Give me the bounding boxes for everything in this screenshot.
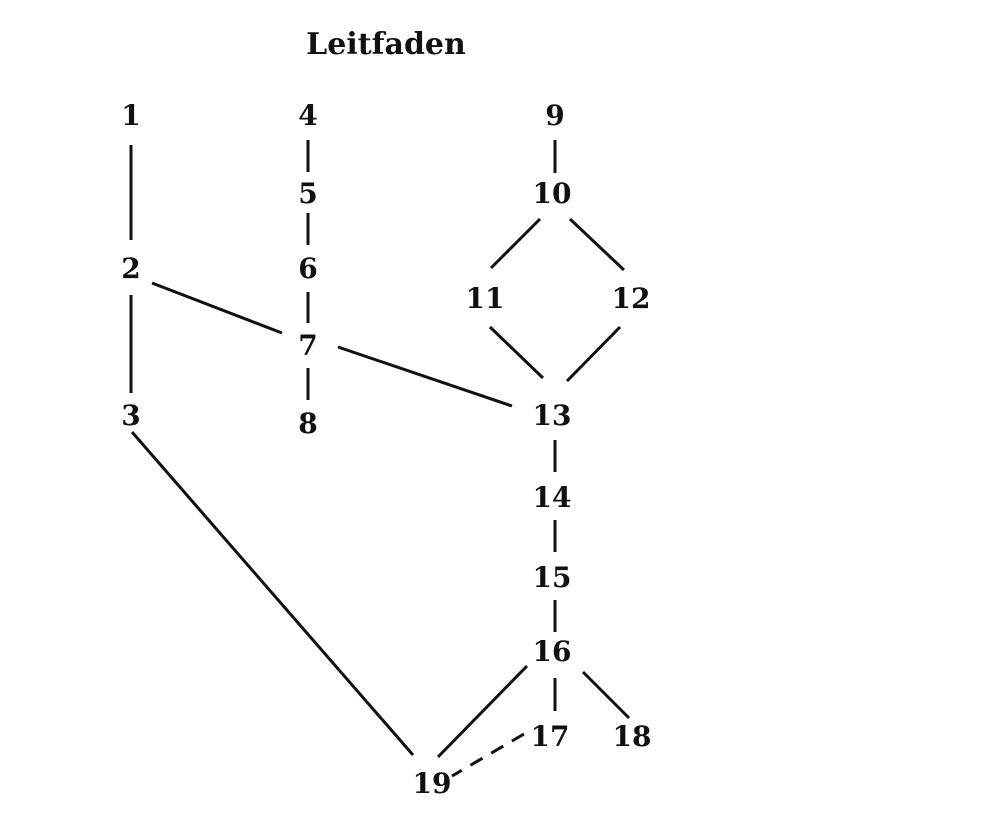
node-1: 1 <box>121 99 140 132</box>
edge-16-18 <box>581 670 631 720</box>
node-7: 7 <box>298 329 317 362</box>
node-8: 8 <box>298 407 317 440</box>
node-12: 12 <box>612 282 651 315</box>
node-6: 6 <box>298 252 317 285</box>
node-9: 9 <box>545 99 564 132</box>
node-2: 2 <box>121 252 140 285</box>
edge-10-11 <box>489 217 542 270</box>
node-13: 13 <box>533 399 572 432</box>
node-15: 15 <box>533 561 572 594</box>
edge-17-19 <box>451 732 525 778</box>
edge-16-19 <box>436 664 529 759</box>
edges-layer <box>129 140 631 778</box>
node-3: 3 <box>121 399 140 432</box>
node-11: 11 <box>466 282 505 315</box>
node-14: 14 <box>533 481 572 514</box>
edge-2-7 <box>151 281 283 335</box>
edge-3-19 <box>130 431 415 756</box>
node-4: 4 <box>298 99 317 132</box>
node-18: 18 <box>613 720 652 753</box>
diagram-title: Leitfaden <box>306 27 466 62</box>
node-16: 16 <box>533 635 572 668</box>
edge-10-12 <box>568 217 626 272</box>
edge-11-13 <box>488 325 545 380</box>
edge-7-13 <box>337 345 513 408</box>
node-19: 19 <box>413 767 452 800</box>
edge-12-13 <box>565 325 622 383</box>
node-17: 17 <box>531 720 570 753</box>
node-10: 10 <box>533 177 572 210</box>
node-5: 5 <box>298 177 317 210</box>
